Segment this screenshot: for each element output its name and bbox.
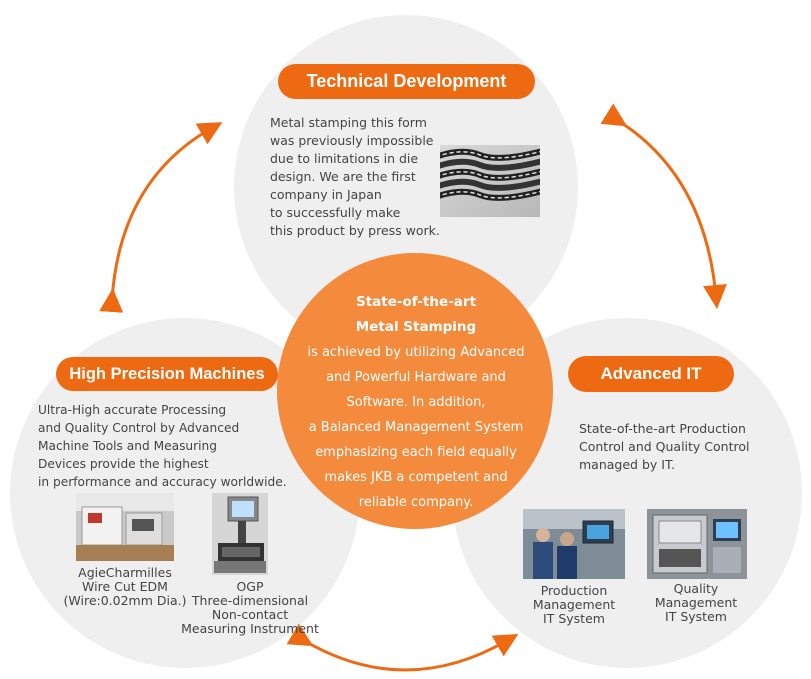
center-line: makes JKB a competent and: [324, 470, 508, 485]
it-title: Advanced IT: [568, 356, 734, 392]
production-it-photo: [523, 509, 625, 579]
quality-caption: Quality Management IT System: [654, 581, 738, 624]
center-line: is achieved by utilizing Advanced: [307, 345, 525, 360]
quality-it-photo: [647, 509, 747, 579]
arrow-top-left: [99, 122, 223, 313]
center-heading-line-1: State-of-the-art: [355, 294, 477, 310]
center-line: emphasizing each field equally: [315, 445, 517, 460]
arrow-top-right: [600, 103, 727, 309]
technical-description: Metal stamping this form was previously …: [270, 115, 440, 238]
it-description: State-of-the-art Production Control and …: [579, 421, 750, 472]
center-line: a Balanced Management System: [308, 420, 524, 435]
center-line: Software. In addition,: [346, 395, 486, 410]
center-heading-line-2: Metal Stamping: [355, 319, 477, 335]
edm-caption: AgieCharmilles Wire Cut EDM (Wire:0.02mm…: [63, 565, 187, 608]
center-circle: [277, 253, 553, 529]
center-line: and Powerful Hardware and: [326, 370, 506, 385]
center-line: reliable company.: [358, 495, 474, 510]
machines-title: High Precision Machines: [56, 357, 278, 391]
machines-description: Ultra-High accurate Processing and Quali…: [38, 403, 287, 489]
technical-title: Technical Development: [278, 64, 535, 99]
stamped-metal-photo: [440, 145, 540, 217]
ogp-caption: OGP Three-dimensional Non-contact Measur…: [181, 579, 319, 636]
center-statement: State-of-the-art Metal Stamping is achie…: [290, 290, 542, 515]
production-caption: Production Management IT System: [532, 583, 616, 626]
ogp-instrument-photo: [212, 493, 268, 575]
arrow-bottom: [286, 623, 519, 672]
edm-machine-photo: [76, 493, 174, 561]
